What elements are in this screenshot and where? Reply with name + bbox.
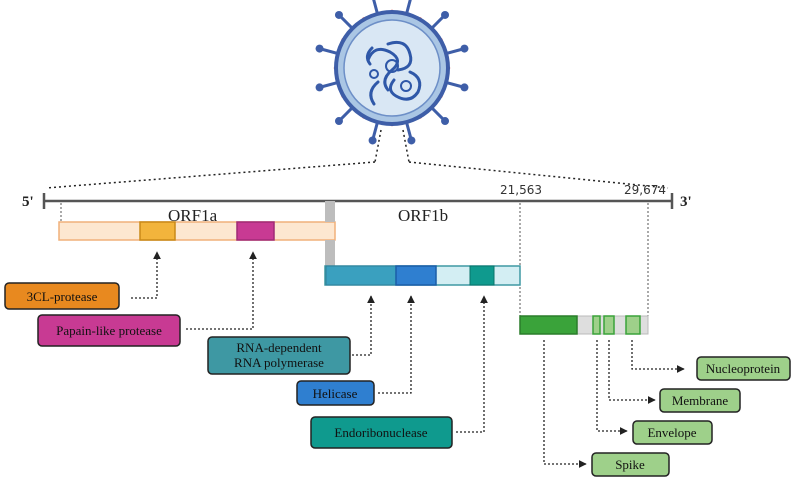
genome-line: [42, 193, 674, 209]
svg-text:Nucleoprotein: Nucleoprotein: [706, 361, 781, 376]
coronavirus-icon: [315, 0, 469, 145]
label-endoribonuclease: Endoribonuclease: [310, 416, 453, 449]
orf1a-label: ORF1a: [168, 206, 218, 225]
svg-text:RNA-dependent: RNA-dependent: [236, 340, 322, 355]
endoribonuclease-segment: [469, 265, 495, 286]
label-envelope: Envelope: [632, 420, 713, 445]
nucleoprotein-segment: [625, 315, 641, 335]
label-spike: Spike: [591, 452, 670, 477]
five-prime-label: 5': [22, 194, 34, 210]
helicase-segment: [395, 265, 437, 286]
3cl-protease-segment: [139, 221, 176, 241]
orf1a-bar: [58, 201, 336, 241]
label-helicase: Helicase: [296, 380, 375, 406]
three-prime-label: 3': [680, 194, 692, 210]
label-rna-polymerase: RNA-dependent RNA polymerase: [207, 336, 351, 375]
envelope-segment: [592, 315, 601, 335]
rdrp-segment: [325, 265, 397, 286]
orf1b-label: ORF1b: [398, 206, 448, 225]
svg-text:Endoribonuclease: Endoribonuclease: [334, 425, 427, 440]
orf1b-bar: [324, 240, 521, 286]
structural-bar: [519, 315, 649, 335]
label-nucleoprotein: Nucleoprotein: [696, 356, 791, 381]
svg-text:Envelope: Envelope: [647, 425, 696, 440]
papain-like-protease-segment: [236, 221, 275, 241]
svg-text:Helicase: Helicase: [313, 386, 358, 401]
svg-text:RNA polymerase: RNA polymerase: [234, 355, 324, 370]
position-21563: 21,563: [500, 183, 542, 197]
label-3cl-protease: 3CL-protease: [4, 282, 120, 310]
svg-text:Spike: Spike: [615, 457, 645, 472]
position-29674: 29,674: [624, 183, 666, 197]
svg-text:Papain-like protease: Papain-like protease: [56, 323, 162, 338]
svg-text:3CL-protease: 3CL-protease: [27, 289, 98, 304]
label-membrane: Membrane: [659, 388, 741, 413]
spike-segment: [519, 315, 578, 335]
membrane-segment: [603, 315, 615, 335]
label-papain-like-protease: Papain-like protease: [37, 314, 181, 347]
svg-text:Membrane: Membrane: [672, 393, 729, 408]
